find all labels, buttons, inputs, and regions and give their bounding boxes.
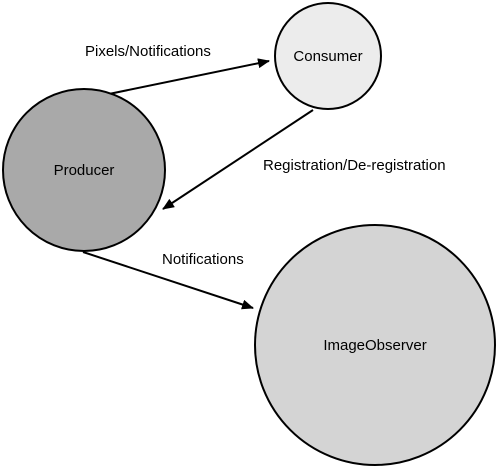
edge-label-notifications: Notifications xyxy=(162,251,244,268)
producer-circle xyxy=(2,88,166,252)
node-image-observer: ImageObserver xyxy=(254,224,496,466)
image-observer-label: ImageObserver xyxy=(323,337,426,354)
node-producer: Producer xyxy=(2,88,166,252)
consumer-circle xyxy=(274,2,382,110)
node-consumer: Consumer xyxy=(274,2,382,110)
producer-label: Producer xyxy=(54,162,115,179)
edge-label-registration: Registration/De-registration xyxy=(263,157,446,174)
edge-producer-to-observer xyxy=(82,251,254,310)
consumer-label: Consumer xyxy=(293,48,362,65)
edge-consumer-to-producer xyxy=(162,109,314,210)
image-observer-circle xyxy=(254,224,496,466)
edge-label-pixels-notifications: Pixels/Notifications xyxy=(85,43,211,60)
